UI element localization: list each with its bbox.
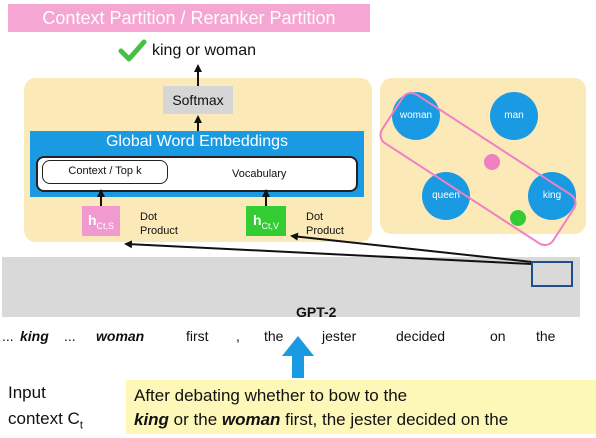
pink-selection-outline xyxy=(379,91,577,247)
input-text-line2: king or the woman first, the jester deci… xyxy=(134,408,594,432)
title-banner: Context Partition / Reranker Partition xyxy=(8,4,370,32)
input-up-arrow xyxy=(282,336,314,378)
token-the-2: the xyxy=(536,328,556,344)
word-circle-man: man xyxy=(490,92,538,140)
token-jester: jester xyxy=(322,328,357,344)
token-woman: woman xyxy=(96,328,145,344)
output-label: king or woman xyxy=(152,42,257,59)
gpt2-block xyxy=(2,257,580,317)
token-decided: decided xyxy=(396,328,446,344)
h-vocab-symbol: h xyxy=(252,212,262,228)
gpt2-output-box xyxy=(531,261,573,287)
h-vocab-box: hCt,V xyxy=(246,206,286,236)
word-circle-woman: woman xyxy=(392,92,440,140)
input-word-king: king xyxy=(134,410,169,429)
word-circle-king: king xyxy=(528,172,576,220)
h-context-box: hCt,S xyxy=(82,206,120,236)
input-word-woman: woman xyxy=(221,410,281,429)
global-word-embeddings-title: Global Word Embeddings xyxy=(105,133,289,150)
input-label-subscript: t xyxy=(79,419,83,432)
token-comma: , xyxy=(236,328,240,344)
check-mark-icon xyxy=(118,39,147,62)
input-text-line1: After debating whether to bow to the xyxy=(134,386,408,405)
softmax-box: Softmax xyxy=(163,86,233,114)
h-context-subscript: Ct,S xyxy=(96,220,115,231)
input-label-line1: Input xyxy=(8,383,46,402)
input-label-line2: context Ct xyxy=(8,406,83,438)
token-ellipsis-1: ... xyxy=(2,328,14,344)
green-dot xyxy=(510,210,526,226)
input-label-text: context C xyxy=(8,409,80,428)
h-vocab-subscript: Ct,V xyxy=(261,220,280,231)
h-context-symbol: h xyxy=(87,212,97,228)
word-circle-queen: queen xyxy=(422,172,470,220)
token-on: on xyxy=(490,328,506,344)
pink-dot xyxy=(484,154,500,170)
input-context-box xyxy=(126,380,596,434)
input-text-mid2: first, the jester decided on the xyxy=(280,410,509,429)
vocabulary-label: Vocabulary xyxy=(232,168,287,180)
token-first: first xyxy=(186,328,209,344)
token-the-1: the xyxy=(264,328,284,344)
input-context-text: After debating whether to bow to the kin… xyxy=(134,384,594,432)
context-topk-box: Context / Top k xyxy=(42,160,168,184)
gpt2-label: GPT-2 xyxy=(296,304,337,320)
token-ellipsis-2: ... xyxy=(64,328,76,344)
token-king: king xyxy=(20,328,49,344)
dot-product-label-2: Dot Product xyxy=(306,211,344,237)
arrow-gpt-to-hcv xyxy=(290,232,533,263)
input-context-label: Input context Ct xyxy=(8,380,83,438)
arrow-gpt-to-hcs xyxy=(124,240,533,265)
input-text-mid1: or the xyxy=(168,410,222,429)
dot-product-label-1: Dot Product xyxy=(140,211,178,237)
